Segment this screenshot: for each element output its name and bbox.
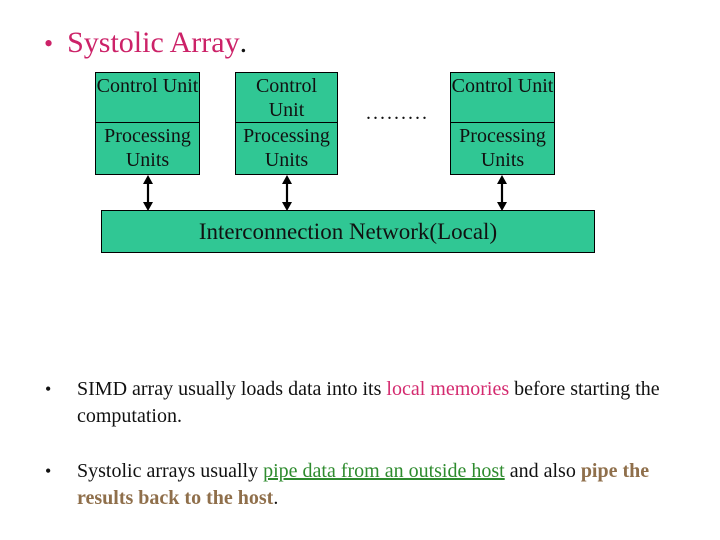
bullet-simd-text: SIMD array usually loads data into its l… <box>77 376 660 430</box>
bullet-icon: • <box>45 379 52 399</box>
ellipsis-dots: ......... <box>366 102 429 124</box>
processing-units-label: Processing Units <box>243 125 330 171</box>
title-bullet-icon: • <box>44 29 54 58</box>
bullet-systolic-brown1: pipe the <box>580 460 650 482</box>
double-arrow-icon <box>143 175 153 211</box>
bullet-systolic-period: . <box>273 487 279 509</box>
bullet-simd-run3: before starting the <box>509 378 660 400</box>
control-unit-label: Control Unit <box>451 73 554 123</box>
page-title: • Systolic Array. <box>44 26 247 60</box>
bullet-simd-run1: SIMD array usually loads data into its <box>77 378 387 400</box>
bullet-icon: • <box>45 461 52 481</box>
bullet-systolic-text: Systolic arrays usually pipe data from a… <box>77 458 649 512</box>
processing-units-label: Processing Units <box>104 125 191 171</box>
control-unit-label: Control Unit <box>96 73 199 123</box>
control-unit-box-1: Control Unit Processing Units <box>95 72 200 175</box>
control-unit-box-3: Control Unit Processing Units <box>450 72 555 175</box>
bullet-simd-highlight: local memories <box>386 378 510 400</box>
bullet-systolic-brown2: results back to the host <box>77 487 274 509</box>
bullet-systolic-run1: Systolic arrays usually <box>77 460 264 482</box>
title-text: Systolic Array <box>67 26 240 59</box>
interconnection-network-bar: Interconnection Network(Local) <box>101 210 595 253</box>
title-period: . <box>239 26 248 59</box>
bullet-systolic: • Systolic arrays usually pipe data from… <box>45 458 649 512</box>
processing-units-label: Processing Units <box>459 125 546 171</box>
control-unit-label: Control Unit <box>236 73 337 123</box>
double-arrow-icon <box>497 175 507 211</box>
double-arrow-icon <box>282 175 292 211</box>
control-unit-box-2: Control Unit Processing Units <box>235 72 338 175</box>
bullet-simd: • SIMD array usually loads data into its… <box>45 376 660 430</box>
bullet-simd-line2: computation. <box>77 405 182 427</box>
bullet-systolic-link: pipe data from an outside host <box>263 460 505 482</box>
bullet-systolic-run3: and also <box>504 460 581 482</box>
network-label: Interconnection Network(Local) <box>198 218 498 244</box>
